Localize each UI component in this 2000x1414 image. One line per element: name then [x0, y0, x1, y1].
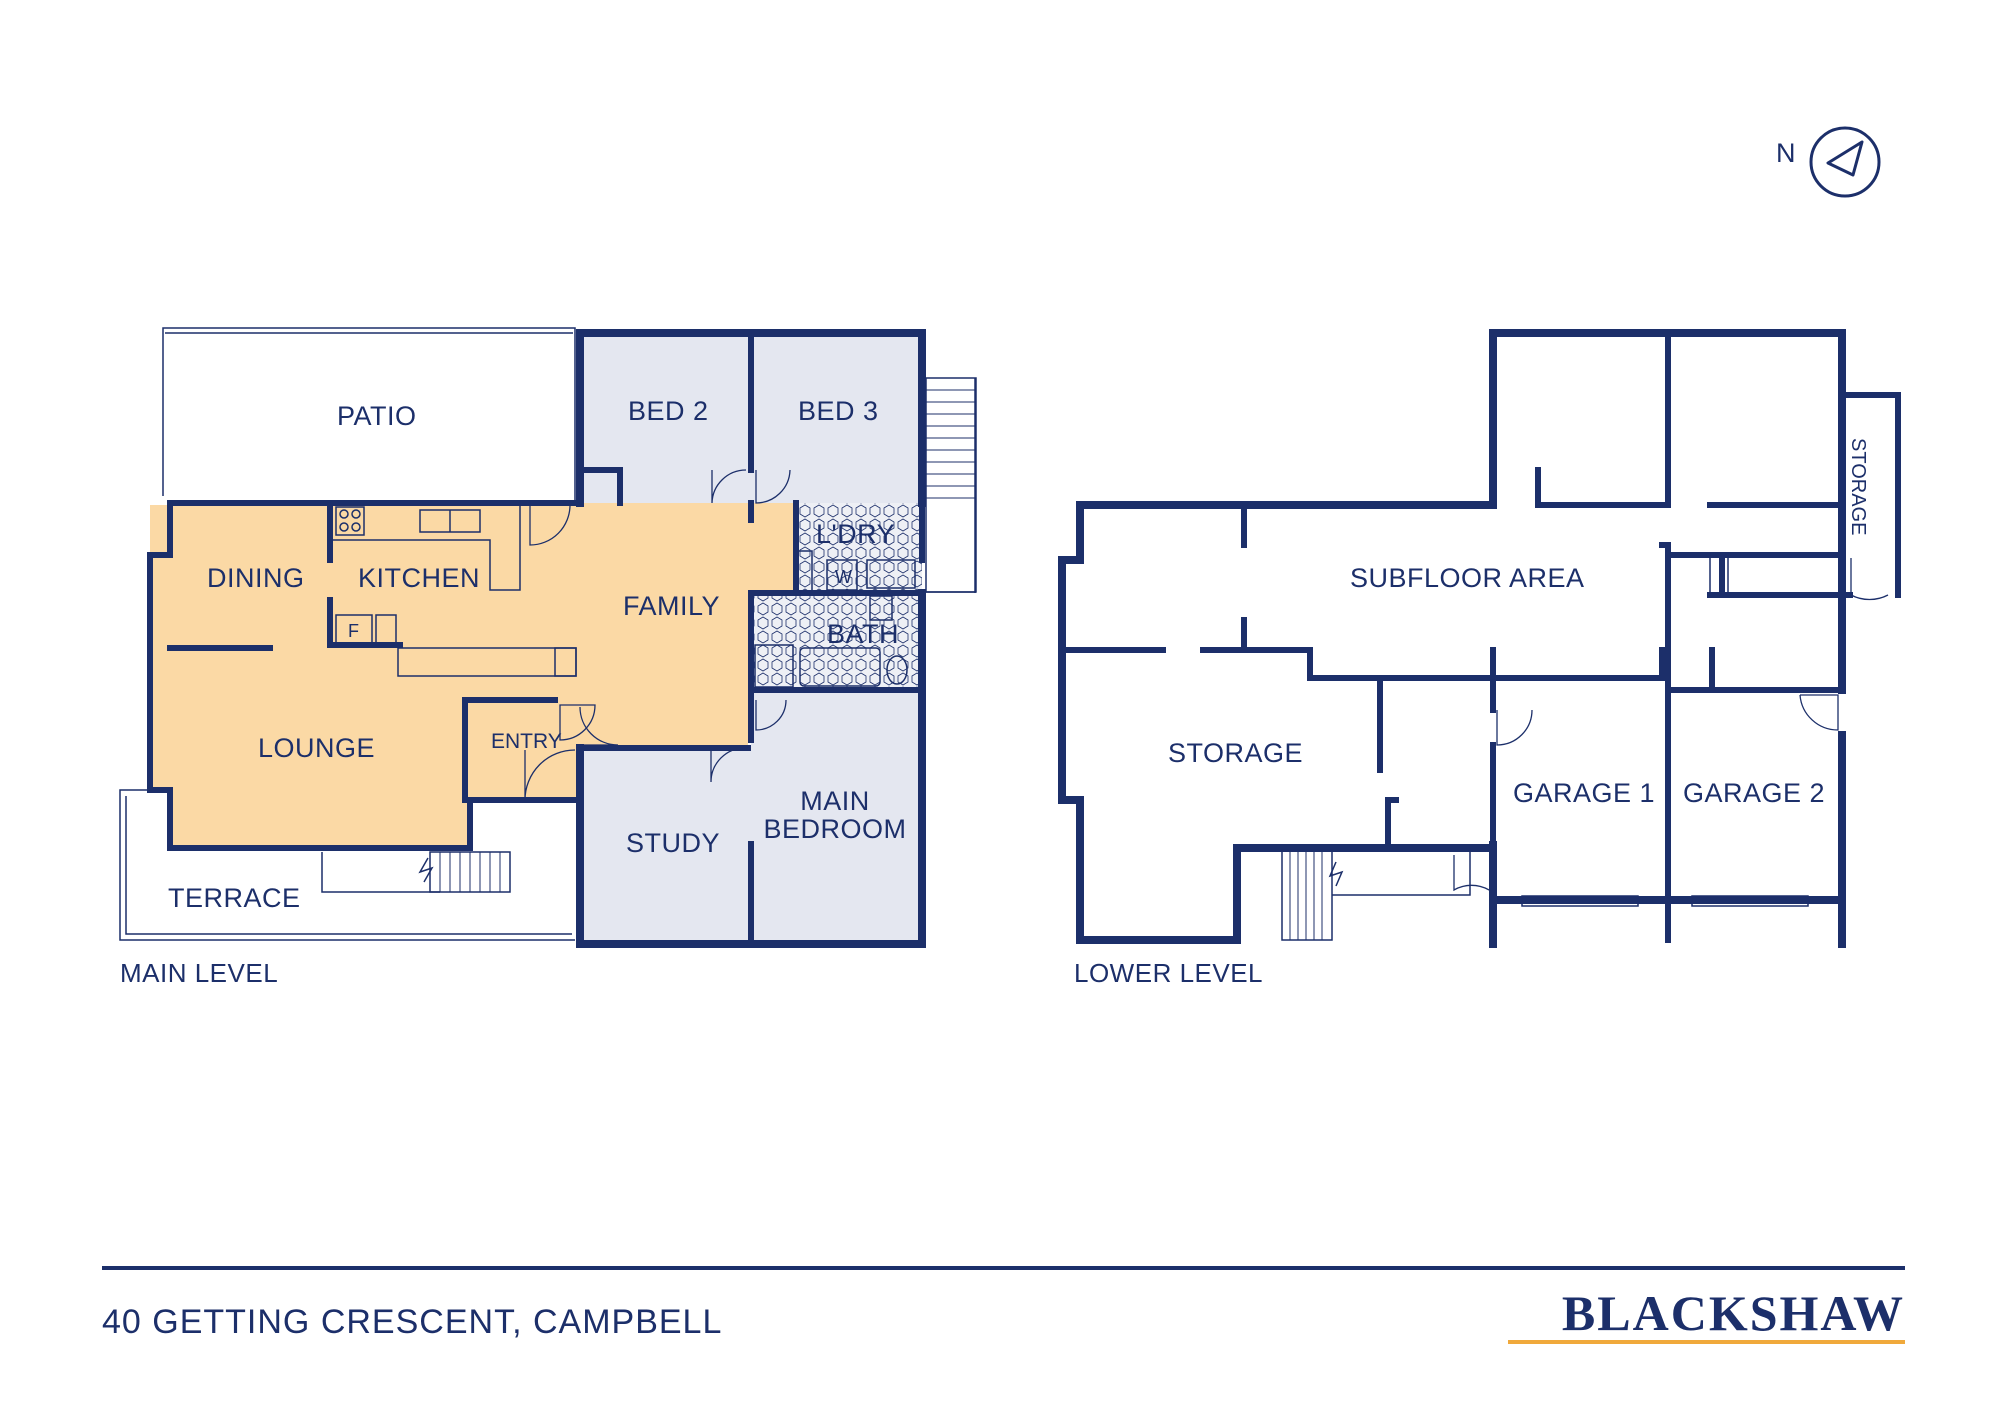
study-fill	[580, 748, 751, 944]
kitchen-benches: F	[330, 504, 577, 677]
side-storage-door	[1850, 558, 1889, 601]
room-label-study: STUDY	[626, 828, 720, 858]
room-label-storage: STORAGE	[1168, 738, 1303, 768]
brand-logo: BLACKSHAW	[1562, 1285, 1905, 1341]
garage2-door	[1691, 895, 1809, 907]
cooktop-icon	[335, 506, 365, 536]
laundry-fill	[796, 503, 922, 593]
laundry-tub-icon	[866, 559, 916, 589]
main-bedroom-fill	[751, 690, 922, 944]
main-interior-walls	[167, 333, 925, 947]
room-label-dining: DINING	[207, 563, 305, 593]
fridge-label: F	[348, 621, 359, 641]
lower-level-label: LOWER LEVEL	[1074, 958, 1263, 988]
north-arrow-icon	[1826, 140, 1864, 177]
main-level-label: MAIN LEVEL	[120, 958, 278, 988]
main-doors	[524, 469, 791, 801]
lower-level-plan: STORAGE SUBFLOOR AREA STORAGE GARAGE 1 G…	[1058, 329, 1901, 988]
room-label-terrace: TERRACE	[168, 883, 301, 913]
washer-label: W	[835, 567, 852, 587]
side-storage-walls	[1842, 392, 1901, 598]
lower-post	[1709, 555, 1729, 595]
room-label-main-bedroom-line1: MAIN	[800, 786, 870, 816]
bed2-fill	[580, 336, 751, 503]
room-label-bath: BATH	[827, 619, 899, 649]
lower-doors	[1453, 694, 1839, 892]
terrace-inner	[125, 796, 572, 935]
room-label-kitchen: KITCHEN	[358, 563, 480, 593]
room-label-main-bedroom-line2: BEDROOM	[763, 814, 906, 844]
wet-area-fixtures: W	[754, 550, 916, 688]
room-label-bed3: BED 3	[798, 396, 879, 426]
room-label-laundry: L'DRY	[816, 519, 895, 549]
terrace-rail	[321, 852, 440, 893]
lower-interior-walls	[1059, 333, 1845, 943]
bed3-fill	[751, 336, 922, 503]
room-label-bed2: BED 2	[628, 396, 709, 426]
room-label-garage2: GARAGE 2	[1683, 778, 1825, 808]
compass-ring	[1809, 126, 1881, 198]
shower-icon	[754, 644, 794, 688]
room-label-garage1: GARAGE 1	[1513, 778, 1655, 808]
terrace-stairs	[418, 851, 511, 893]
patio-outline	[162, 327, 576, 503]
footer: 40 GETTING CRESCENT, CAMPBELL BLACKSHAW	[102, 1266, 1905, 1344]
property-address: 40 GETTING CRESCENT, CAMPBELL	[102, 1303, 722, 1341]
terrace-outline	[119, 789, 575, 941]
lower-stairs	[1281, 848, 1471, 941]
room-label-patio: PATIO	[337, 401, 417, 431]
washer-icon	[826, 559, 858, 591]
room-label-entry: ENTRY	[491, 730, 562, 753]
room-label-storage-side: STORAGE	[1847, 438, 1869, 535]
room-label-lounge: LOUNGE	[258, 733, 375, 763]
toilet-icon	[886, 655, 908, 685]
fridge-icon	[335, 614, 373, 646]
bathtub-icon	[799, 647, 881, 687]
lower-exterior	[1058, 329, 1846, 948]
room-label-subfloor: SUBFLOOR AREA	[1350, 563, 1585, 593]
room-label-family: FAMILY	[623, 591, 720, 621]
north-compass: N	[1776, 126, 1881, 198]
garage1-door	[1521, 895, 1639, 907]
main-exterior-west	[147, 500, 583, 851]
compass-label: N	[1776, 138, 1796, 168]
bath-fill	[751, 593, 922, 690]
main-windows	[200, 331, 923, 945]
basin-icon	[869, 595, 893, 621]
main-level-plan: F W	[119, 327, 977, 988]
east-stairs	[922, 377, 977, 593]
